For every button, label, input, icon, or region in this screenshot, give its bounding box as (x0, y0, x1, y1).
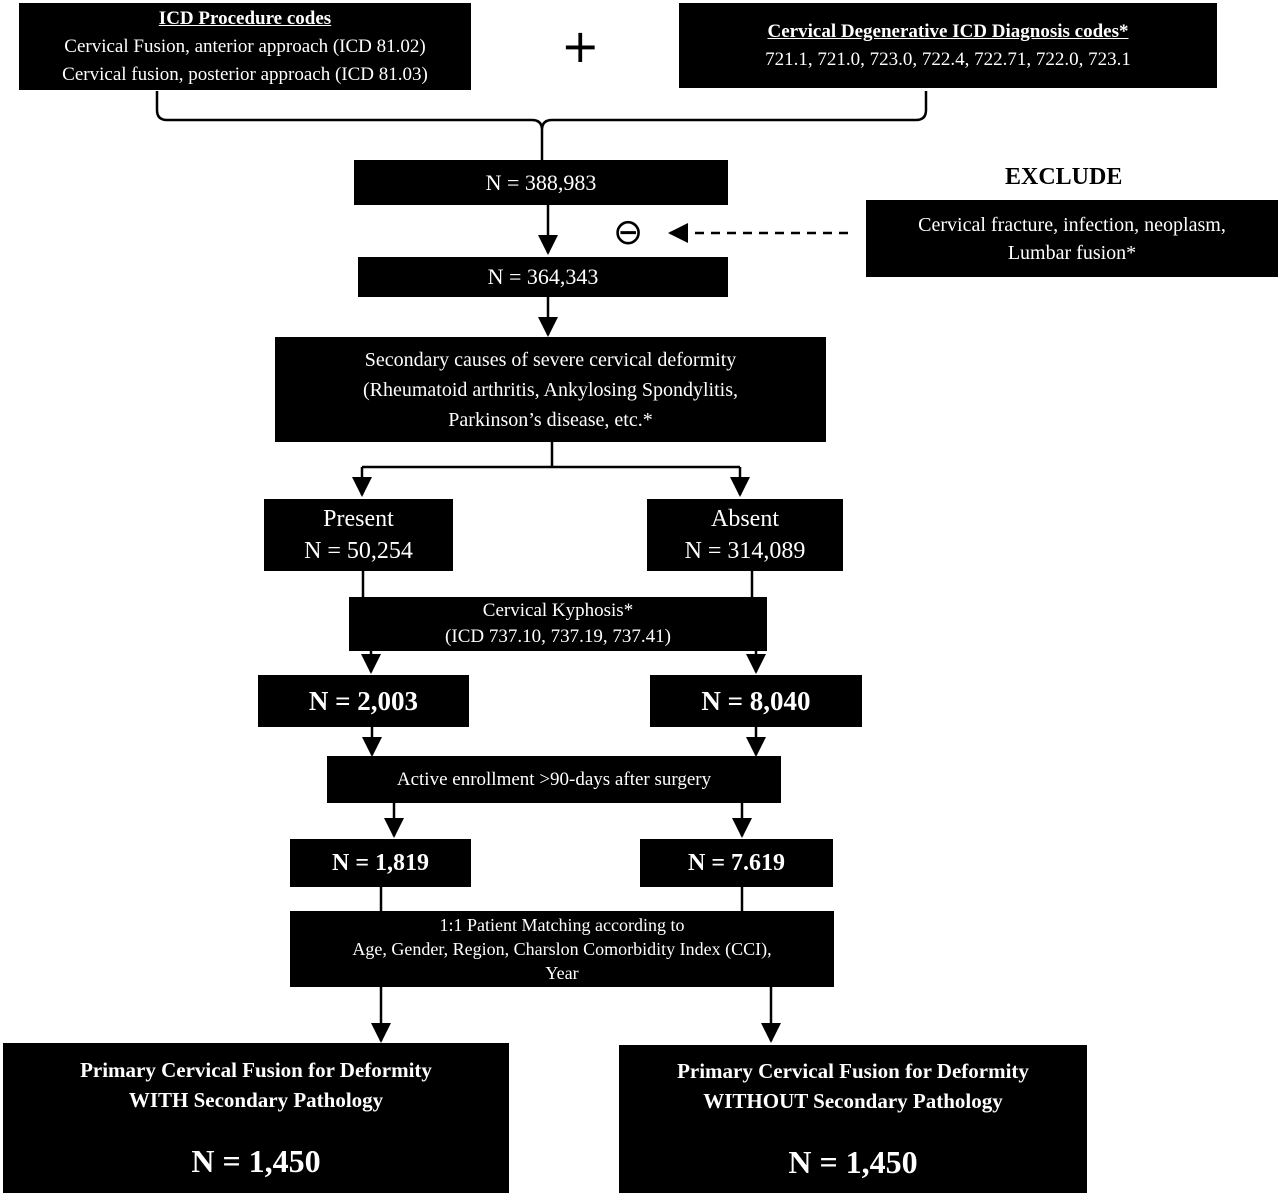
secondary-causes-line1: Secondary causes of severe cervical defo… (364, 348, 737, 371)
matching-line2: Age, Gender, Region, Charslon Comorbidit… (352, 939, 772, 959)
final-without-line2: WITHOUT Secondary Pathology (703, 1089, 1003, 1113)
n-absent-kyphosis-box: N = 8,040 (650, 675, 862, 727)
enrollment-criteria: Active enrollment >90-days after surgery (396, 768, 712, 790)
secondary-causes-line3: Parkinson’s disease, etc.* (448, 408, 653, 431)
plus-icon: + (561, 19, 600, 73)
diagnosis-codes-box: Cervical Degenerative ICD Diagnosis code… (679, 3, 1217, 88)
absent-n: N = 314,089 (684, 538, 806, 564)
matching-box: 1:1 Patient Matching according to Age, G… (290, 911, 834, 987)
exclude-criteria-line1: Cervical fracture, infection, neoplasm, (918, 213, 1226, 236)
kyphosis-title: Cervical Kyphosis* (482, 600, 634, 621)
kyphosis-box: Cervical Kyphosis* (ICD 737.10, 737.19, … (349, 597, 767, 651)
exclude-box: Cervical fracture, infection, neoplasm, … (866, 200, 1278, 277)
final-with-line2: WITH Secondary Pathology (128, 1088, 384, 1112)
procedure-codes-box: ICD Procedure codes Cervical Fusion, ant… (19, 3, 471, 90)
diagnosis-codes-title: Cervical Degenerative ICD Diagnosis code… (767, 20, 1129, 42)
n-present-kyphosis-box: N = 2,003 (258, 675, 469, 727)
exclude-title: EXCLUDE (1005, 164, 1123, 190)
absent-label: Absent (711, 506, 779, 532)
final-without-line1: Primary Cervical Fusion for Deformity (677, 1059, 1029, 1083)
secondary-causes-line2: (Rheumatoid arthritis, Ankylosing Spondy… (363, 378, 738, 401)
n-absent-enrolled: N = 7.619 (687, 849, 785, 876)
n-after-exclusion: N = 364,343 (487, 264, 599, 289)
n-present-enrolled: N = 1,819 (331, 849, 429, 876)
absent-box: Absent N = 314,089 (647, 499, 843, 571)
final-with-line1: Primary Cervical Fusion for Deformity (80, 1058, 432, 1082)
n-initial-box: N = 388,983 (354, 160, 728, 205)
n-present-kyphosis: N = 2,003 (308, 685, 419, 716)
n-initial: N = 388,983 (485, 169, 597, 195)
final-without-n: N = 1,450 (788, 1144, 918, 1180)
procedure-codes-title: ICD Procedure codes (158, 7, 332, 29)
enrollment-box: Active enrollment >90-days after surgery (327, 756, 781, 803)
merge-bracket (155, 91, 928, 160)
present-label: Present (323, 506, 394, 532)
kyphosis-codes: (ICD 737.10, 737.19, 737.41) (445, 626, 671, 647)
present-box: Present N = 50,254 (264, 499, 453, 571)
n-present-enrolled-box: N = 1,819 (290, 839, 471, 887)
n-absent-enrolled-box: N = 7.619 (640, 839, 833, 887)
n-after-exclusion-box: N = 364,343 (358, 257, 728, 297)
matching-line1: 1:1 Patient Matching according to (439, 915, 685, 935)
exclude-criteria-line2: Lumbar fusion* (1007, 241, 1137, 264)
procedure-anterior: Cervical Fusion, anterior approach (ICD … (64, 35, 426, 57)
secondary-causes-box: Secondary causes of severe cervical defo… (275, 337, 826, 442)
final-with-box: Primary Cervical Fusion for Deformity WI… (3, 1043, 509, 1193)
matching-line3: Year (545, 963, 579, 983)
procedure-posterior: Cervical fusion, posterior approach (ICD… (62, 63, 428, 85)
diagnosis-codes-list: 721.1, 721.0, 723.0, 722.4, 722.71, 722.… (765, 48, 1131, 70)
final-with-n: N = 1,450 (191, 1143, 321, 1179)
n-absent-kyphosis: N = 8,040 (701, 685, 811, 716)
minus-circle-icon: ⊖ (613, 212, 644, 253)
final-without-box: Primary Cervical Fusion for Deformity WI… (619, 1045, 1087, 1193)
present-n: N = 50,254 (304, 538, 413, 564)
